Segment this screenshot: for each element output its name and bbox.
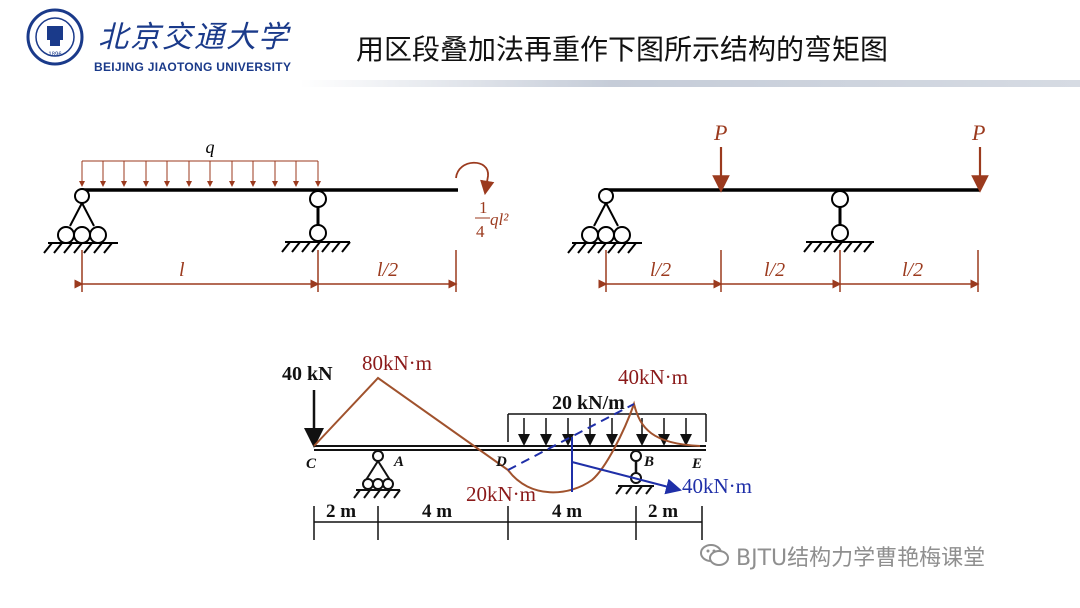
pin-support-beam2	[567, 188, 642, 254]
moment-ql2: ql²	[490, 210, 509, 229]
dim-4m-right: 4 m	[552, 501, 582, 522]
logo-year: 1896	[48, 52, 62, 58]
load-label-p-right: P	[971, 120, 985, 145]
superposition-line	[507, 403, 635, 471]
university-name-en: BEIJING JIAOTONG UNIVERSITY	[94, 60, 292, 74]
point-c: C	[306, 456, 317, 472]
load-label-p-left: P	[713, 120, 727, 145]
dim-4m-left: 4 m	[422, 501, 452, 522]
dimension-line-1	[74, 250, 458, 292]
blue-leader-line	[571, 461, 682, 495]
pin-support-a	[353, 450, 401, 499]
page-title: 用区段叠加法再重作下图所示结构的弯矩图	[356, 33, 889, 66]
bottom-beam-diagram: 40 kN 20 kN/m	[282, 351, 752, 540]
moment-b-label: 40kN·m	[618, 365, 688, 389]
dim-label-l: l	[179, 259, 185, 281]
dim-label-1: l/2	[650, 259, 671, 281]
pin-support-left	[43, 188, 118, 254]
university-logo: 1896	[26, 8, 84, 66]
beam-1: q 1 4 ql²	[43, 137, 509, 292]
wechat-icon	[700, 544, 729, 566]
point-e: E	[691, 456, 702, 472]
university-name-cn: 北京交通大学	[98, 20, 290, 55]
point-b: B	[643, 454, 654, 470]
moment-denominator: 4	[476, 222, 485, 241]
roller-support-middle	[281, 190, 351, 253]
roller-support-beam2	[803, 190, 874, 253]
moment-arrow	[455, 161, 495, 196]
moment-mid-label: 20kN·m	[466, 482, 536, 506]
beam-2: P P	[567, 120, 989, 292]
point-a: A	[393, 454, 404, 470]
dimension-line-2	[598, 250, 980, 292]
dim-2m-left: 2 m	[326, 501, 356, 522]
point-d: D	[495, 454, 507, 470]
moment-blue-label: 40kN·m	[682, 474, 752, 498]
roller-support-b	[615, 450, 654, 495]
moment-numerator: 1	[479, 198, 488, 217]
moment-curve	[313, 376, 701, 494]
watermark-text: BJTU结构力学曹艳梅课堂	[736, 546, 986, 571]
bottom-dimension-line	[313, 506, 703, 540]
force-label: 40 kN	[282, 363, 333, 385]
distributed-load-q	[79, 160, 321, 187]
dim-2m-right: 2 m	[648, 501, 678, 522]
dim-label-l2: l/2	[377, 259, 398, 281]
header-divider	[300, 80, 1080, 87]
dim-label-3: l/2	[902, 259, 923, 281]
dist-load-label: 20 kN/m	[552, 392, 625, 414]
dim-label-2: l/2	[764, 259, 785, 281]
header: 1896 北京交通大学 BEIJING JIAOTONG UNIVERSITY …	[0, 0, 1080, 87]
load-label-q: q	[206, 137, 215, 157]
moment-peak-label: 80kN·m	[362, 351, 432, 375]
